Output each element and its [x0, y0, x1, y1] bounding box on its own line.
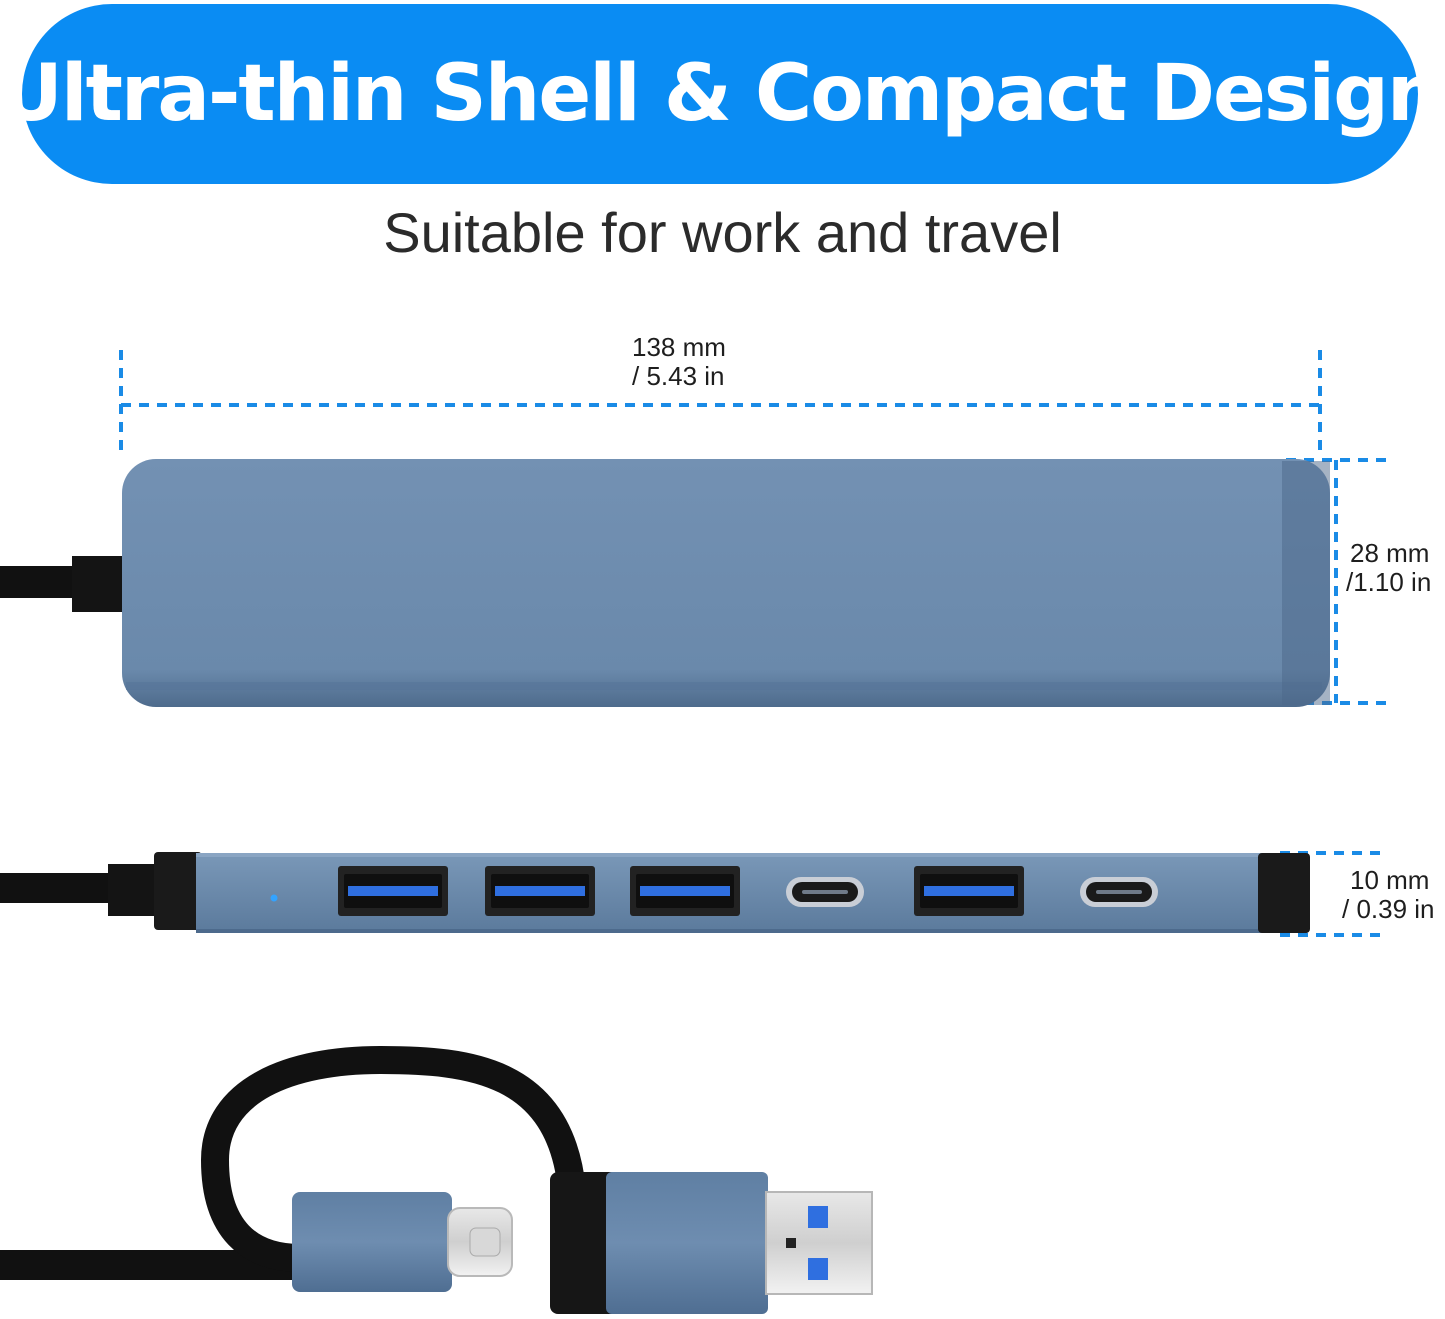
usb-a-connector-icon [550, 1172, 873, 1314]
thickness-imperial: / 0.39 in [1342, 894, 1435, 924]
width-imperial: /1.10 in [1346, 567, 1432, 597]
banner-title: Ultra-thin Shell & Compact Design [0, 49, 1442, 139]
thickness-label: 10 mm / 0.39 in [1342, 866, 1435, 924]
length-label: 138 mm / 5.43 in [632, 333, 726, 391]
led-indicator-icon [270, 894, 278, 902]
connector-cable [0, 1045, 873, 1314]
hub-top-view [0, 459, 1330, 707]
subtitle: Suitable for work and travel [383, 201, 1062, 264]
width-label: 28 mm /1.10 in [1346, 539, 1431, 597]
hub-side-view [0, 852, 1310, 933]
length-imperial: / 5.43 in [632, 361, 725, 391]
usb-a-port-icon [338, 866, 448, 916]
usb-a-port-icon [485, 866, 595, 916]
width-metric: 28 mm [1350, 538, 1430, 568]
usb-a-port-icon [914, 866, 1024, 916]
usb-a-port-icon [630, 866, 740, 916]
usb-c-connector-icon [292, 1192, 513, 1292]
usb-c-port-icon [1080, 877, 1158, 907]
usb-c-port-icon [786, 877, 864, 907]
length-dimension [119, 350, 1322, 458]
thickness-metric: 10 mm [1350, 865, 1430, 895]
title-banner: Ultra-thin Shell & Compact Design [0, 4, 1442, 184]
length-metric: 138 mm [632, 332, 726, 362]
width-dimension [1286, 458, 1390, 705]
